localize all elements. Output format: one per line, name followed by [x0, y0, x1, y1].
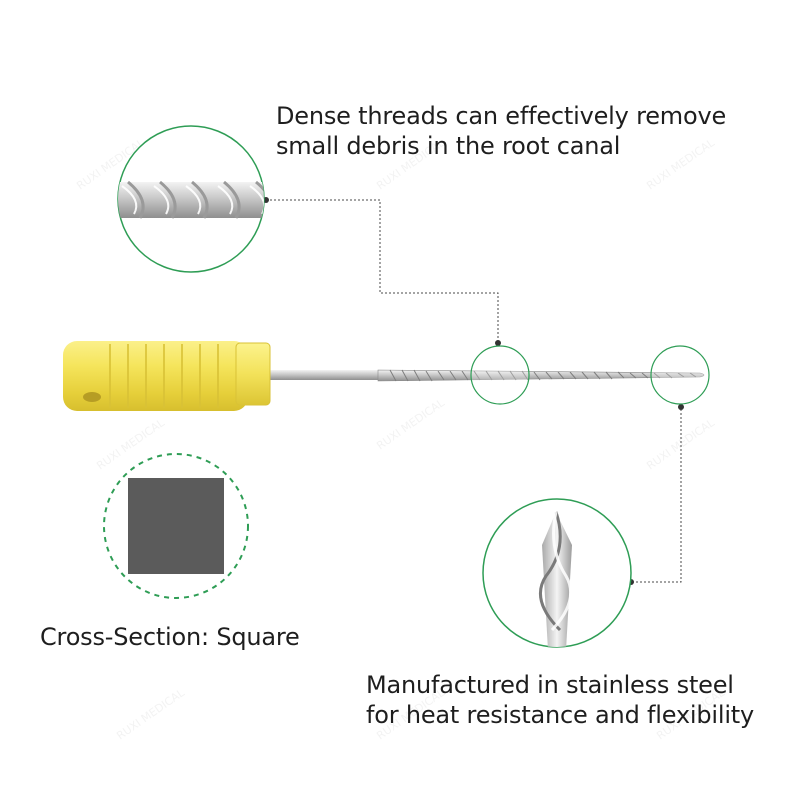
handle-hole [83, 392, 101, 402]
threads-caption: Dense threads can effectively remove sma… [276, 101, 726, 161]
leader-dot [678, 404, 684, 410]
handle-grooves [109, 344, 219, 408]
watermark: RUXI MEDICAL [114, 686, 187, 743]
steel-caption-line2: for heat resistance and flexibility [366, 701, 755, 729]
tip-zoom [482, 498, 632, 648]
leader-line-tip [632, 405, 682, 583]
detail-marker-tip [650, 345, 710, 405]
file-shank [268, 370, 380, 380]
file-flutes [377, 369, 705, 382]
handle-cap [235, 342, 271, 406]
threads-zoom [117, 125, 265, 273]
steel-caption: Manufactured in stainless steel for heat… [366, 670, 754, 730]
cross-section [103, 453, 249, 599]
detail-marker-threads [470, 345, 530, 405]
steel-caption-line1: Manufactured in stainless steel [366, 671, 734, 699]
cross-section-square [128, 478, 224, 574]
cross-section-outline [103, 453, 249, 599]
watermark: RUXI MEDICAL [374, 396, 447, 453]
file-flute-marks [389, 369, 697, 382]
leader-lines [266, 199, 682, 583]
threads-caption-line1: Dense threads can effectively remove [276, 102, 727, 130]
cross-section-label: Cross-Section: Square [40, 623, 300, 651]
threads-caption-line2: small debris in the root canal [276, 132, 621, 160]
leader-line-threads [266, 199, 499, 345]
leader-dot [495, 340, 501, 346]
watermark: RUXI MEDICAL [94, 416, 167, 473]
dental-file [63, 341, 705, 411]
watermark: RUXI MEDICAL [644, 416, 717, 473]
